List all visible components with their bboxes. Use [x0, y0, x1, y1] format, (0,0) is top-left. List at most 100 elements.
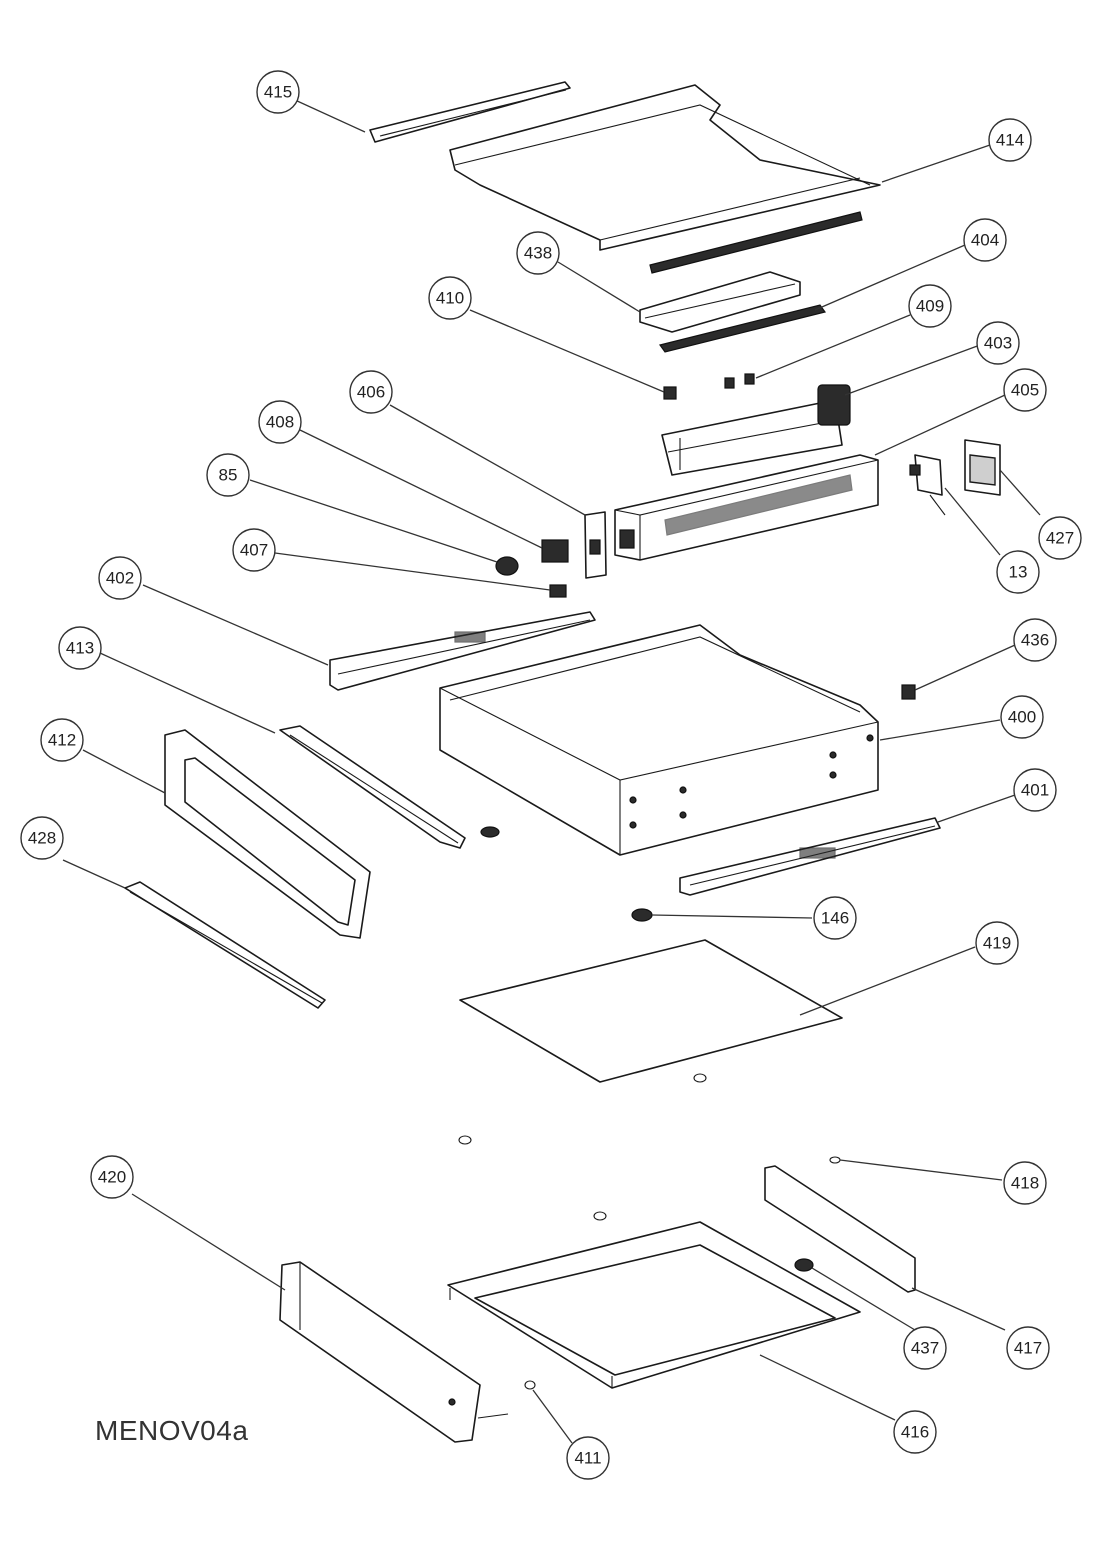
callout-437: 437 — [903, 1326, 947, 1370]
part-400-drawer-body — [439, 624, 879, 856]
part-420-front-panel — [279, 1261, 509, 1443]
part-412-front-frame — [164, 729, 371, 939]
leader-85 — [249, 479, 498, 563]
leader-lines — [62, 99, 1041, 1444]
leader-406 — [389, 404, 586, 516]
svg-text:414: 414 — [996, 131, 1024, 150]
svg-text:409: 409 — [916, 297, 944, 316]
svg-text:405: 405 — [1011, 381, 1039, 400]
part-404-heating-element — [658, 304, 827, 353]
svg-text:438: 438 — [524, 244, 552, 263]
leader-401 — [937, 794, 1016, 823]
callout-400: 400 — [1000, 695, 1044, 739]
leader-413 — [99, 652, 276, 734]
leader-437 — [811, 1267, 916, 1331]
leader-407 — [274, 552, 551, 591]
part-405-fan-housing — [614, 454, 879, 561]
callout-406: 406 — [349, 370, 393, 414]
callout-405: 405 — [1003, 368, 1047, 412]
drawing-code-label: MENOV04a — [95, 1415, 249, 1446]
part-406-control-plate — [584, 511, 607, 579]
part-437-grommet — [794, 1258, 814, 1272]
callout-438: 438 — [516, 231, 560, 275]
part-416-bottom-tray — [447, 1221, 861, 1389]
leader-410 — [469, 309, 665, 393]
part-410-clip — [663, 386, 677, 400]
callout-419: 419 — [975, 921, 1019, 965]
svg-text:400: 400 — [1008, 708, 1036, 727]
callout-420: 420 — [90, 1155, 134, 1199]
part-407-connector — [549, 584, 567, 598]
part-grommet-mid — [480, 826, 500, 838]
svg-text:403: 403 — [984, 334, 1012, 353]
svg-text:412: 412 — [48, 731, 76, 750]
leader-408 — [299, 429, 543, 549]
leader-415 — [294, 99, 366, 133]
leader-409 — [755, 314, 911, 379]
part-414-top-cover — [449, 84, 881, 274]
leader-418 — [839, 1159, 1003, 1181]
callout-412: 412 — [40, 718, 84, 762]
svg-text:402: 402 — [106, 569, 134, 588]
callout-407: 407 — [232, 528, 276, 572]
svg-text:428: 428 — [28, 829, 56, 848]
callout-85: 85 — [206, 453, 250, 497]
callout-408: 408 — [258, 400, 302, 444]
callout-13: 13 — [996, 550, 1040, 594]
svg-text:401: 401 — [1021, 781, 1049, 800]
svg-text:418: 418 — [1011, 1174, 1039, 1193]
callout-414: 414 — [988, 118, 1032, 162]
leader-412 — [82, 749, 166, 794]
svg-text:436: 436 — [1021, 631, 1049, 650]
part-415-rail-strip — [369, 81, 571, 143]
part-413-runner — [279, 725, 466, 849]
leader-419 — [799, 946, 976, 1016]
part-438-deflector — [639, 271, 801, 333]
callout-401: 401 — [1013, 768, 1057, 812]
callout-417: 417 — [1006, 1326, 1050, 1370]
part-402-left-rail — [329, 611, 596, 691]
callout-416: 416 — [893, 1410, 937, 1454]
svg-text:411: 411 — [574, 1449, 601, 1468]
callout-403: 403 — [976, 321, 1020, 365]
part-411-screw — [524, 1380, 536, 1390]
svg-text:437: 437 — [911, 1339, 939, 1358]
part-85-knob — [495, 556, 519, 576]
leader-417 — [911, 1287, 1006, 1331]
svg-text:408: 408 — [266, 413, 294, 432]
leader-414 — [881, 144, 991, 183]
callout-436: 436 — [1013, 618, 1057, 662]
leader-420 — [131, 1193, 286, 1291]
part-409-clips — [724, 373, 755, 389]
callout-146: 146 — [813, 896, 857, 940]
svg-text:420: 420 — [98, 1168, 126, 1187]
callout-404: 404 — [963, 218, 1007, 262]
leader-400 — [879, 719, 1001, 741]
part-408-switch — [541, 539, 569, 563]
callout-415: 415 — [256, 70, 300, 114]
callout-402: 402 — [98, 556, 142, 600]
leader-402 — [142, 584, 329, 666]
callout-413: 413 — [58, 626, 102, 670]
svg-text:416: 416 — [901, 1423, 929, 1442]
leader-146 — [651, 914, 813, 919]
part-428-trim-strip — [124, 881, 326, 1009]
part-427-bracket — [964, 439, 1001, 496]
leader-403 — [844, 344, 981, 396]
leader-428 — [62, 859, 126, 889]
callouts: 415 414 438 404 410 409 403 406 — [20, 70, 1082, 1480]
svg-text:413: 413 — [66, 639, 94, 658]
leader-416 — [759, 1354, 896, 1421]
leader-411 — [532, 1389, 573, 1444]
svg-text:427: 427 — [1046, 529, 1074, 548]
leader-438 — [557, 261, 641, 313]
svg-text:85: 85 — [219, 466, 238, 485]
leader-436 — [914, 644, 1016, 691]
callout-427: 427 — [1038, 516, 1082, 560]
svg-text:410: 410 — [436, 289, 464, 308]
callout-409: 409 — [908, 284, 952, 328]
callout-411: 411 — [566, 1436, 610, 1480]
part-419-plate — [459, 939, 843, 1083]
part-146-grommet — [631, 908, 653, 922]
